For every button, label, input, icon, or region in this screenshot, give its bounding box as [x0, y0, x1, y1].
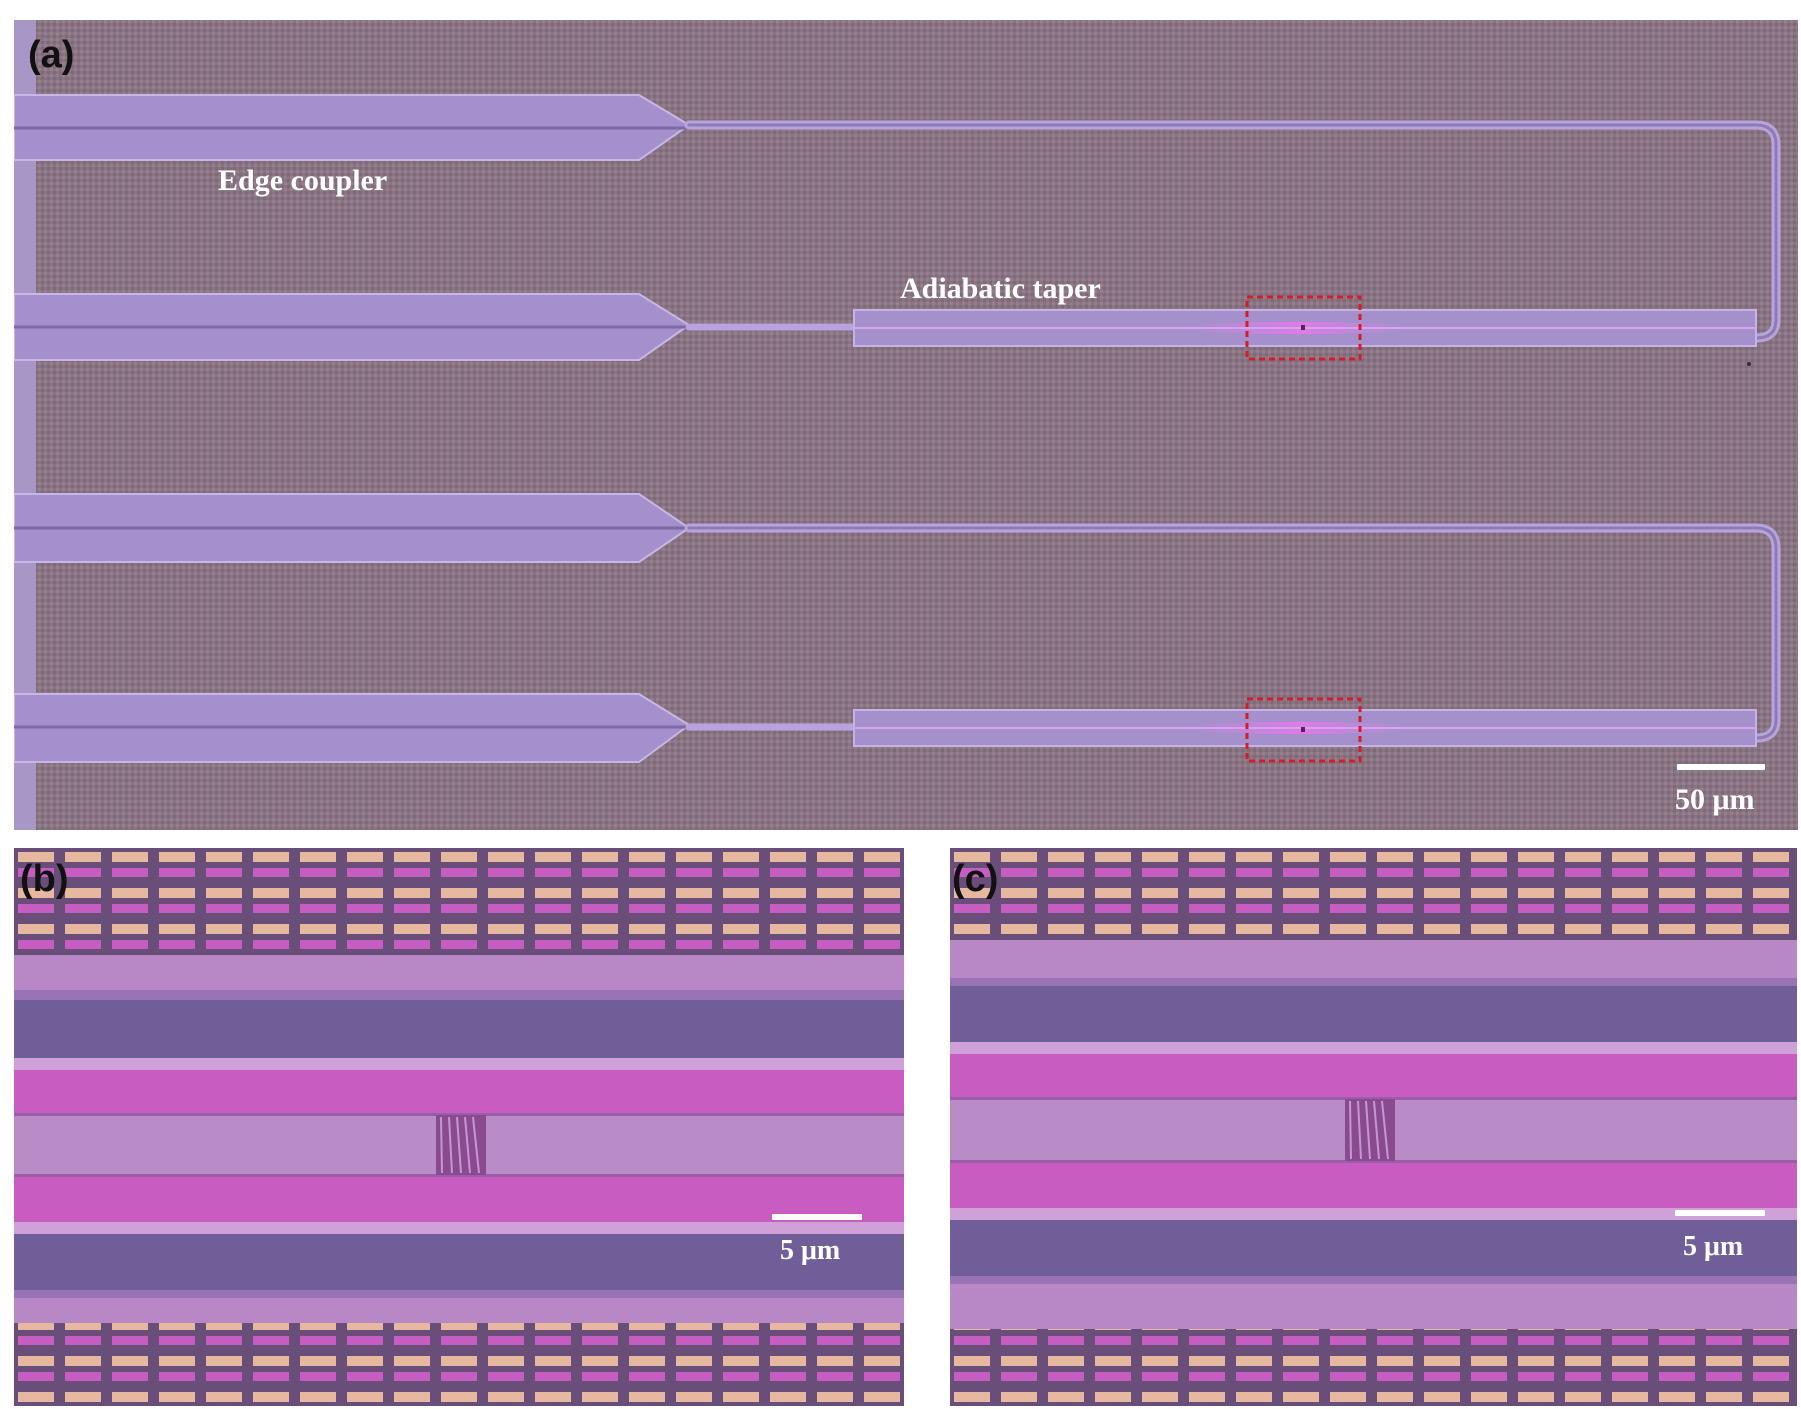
edge-coupler-1 — [14, 94, 691, 161]
pad-array-top — [950, 848, 1797, 940]
panel-label-a: (a) — [28, 34, 75, 76]
gap-structure-b — [436, 1115, 486, 1175]
highlight-box-upper — [1245, 295, 1362, 361]
pad-array-top — [14, 848, 904, 955]
pink-waveguide-bottom — [14, 1177, 904, 1222]
scale-bar-c-label: 5 μm — [1683, 1231, 1744, 1262]
panel-label-c: (c) — [952, 858, 999, 900]
dark-slab-top — [14, 1000, 904, 1058]
adiabatic-taper-label: Adiabatic taper — [900, 272, 1101, 305]
pink-waveguide-top — [14, 1070, 904, 1115]
highlight-box-lower — [1245, 697, 1362, 763]
dark-slab-bottom — [14, 1234, 904, 1290]
overview-micrograph — [14, 20, 1798, 830]
scale-bar-a-label: 50 μm — [1675, 783, 1755, 816]
zoom-micrograph-c — [950, 848, 1797, 1406]
edge-coupler-2 — [14, 293, 691, 361]
waveguide-loop-upper — [684, 120, 1781, 343]
scale-bar-b — [772, 1214, 862, 1220]
edge-coupler-3 — [14, 493, 691, 563]
zoom-micrograph-b — [14, 848, 904, 1406]
dark-slab-bottom — [950, 1220, 1797, 1276]
pink-waveguide-bottom — [950, 1163, 1797, 1208]
panel-b-zoom: (b) 5 μm — [14, 848, 904, 1406]
waveguide-loop-lower — [684, 523, 1781, 743]
pad-array-bottom — [14, 1323, 904, 1406]
scale-bar-c — [1675, 1210, 1765, 1216]
adiabatic-taper-upper — [853, 309, 1757, 347]
panel-c-zoom: (c) 5 μm — [950, 848, 1797, 1406]
panel-a-overview: (a) Edge coupler Adiabatic taper 50 μm — [14, 20, 1798, 830]
dark-slab-top — [950, 986, 1797, 1042]
left-edge-strip — [14, 20, 36, 830]
edge-coupler-label: Edge coupler — [218, 164, 388, 197]
scale-bar-b-label: 5 μm — [780, 1235, 841, 1266]
pad-array-bottom — [950, 1329, 1797, 1406]
gap-structure-c — [1345, 1099, 1395, 1161]
panel-label-b: (b) — [20, 858, 69, 900]
pink-waveguide-top — [950, 1054, 1797, 1099]
scale-bar-a — [1677, 764, 1765, 770]
edge-coupler-4 — [14, 693, 691, 763]
